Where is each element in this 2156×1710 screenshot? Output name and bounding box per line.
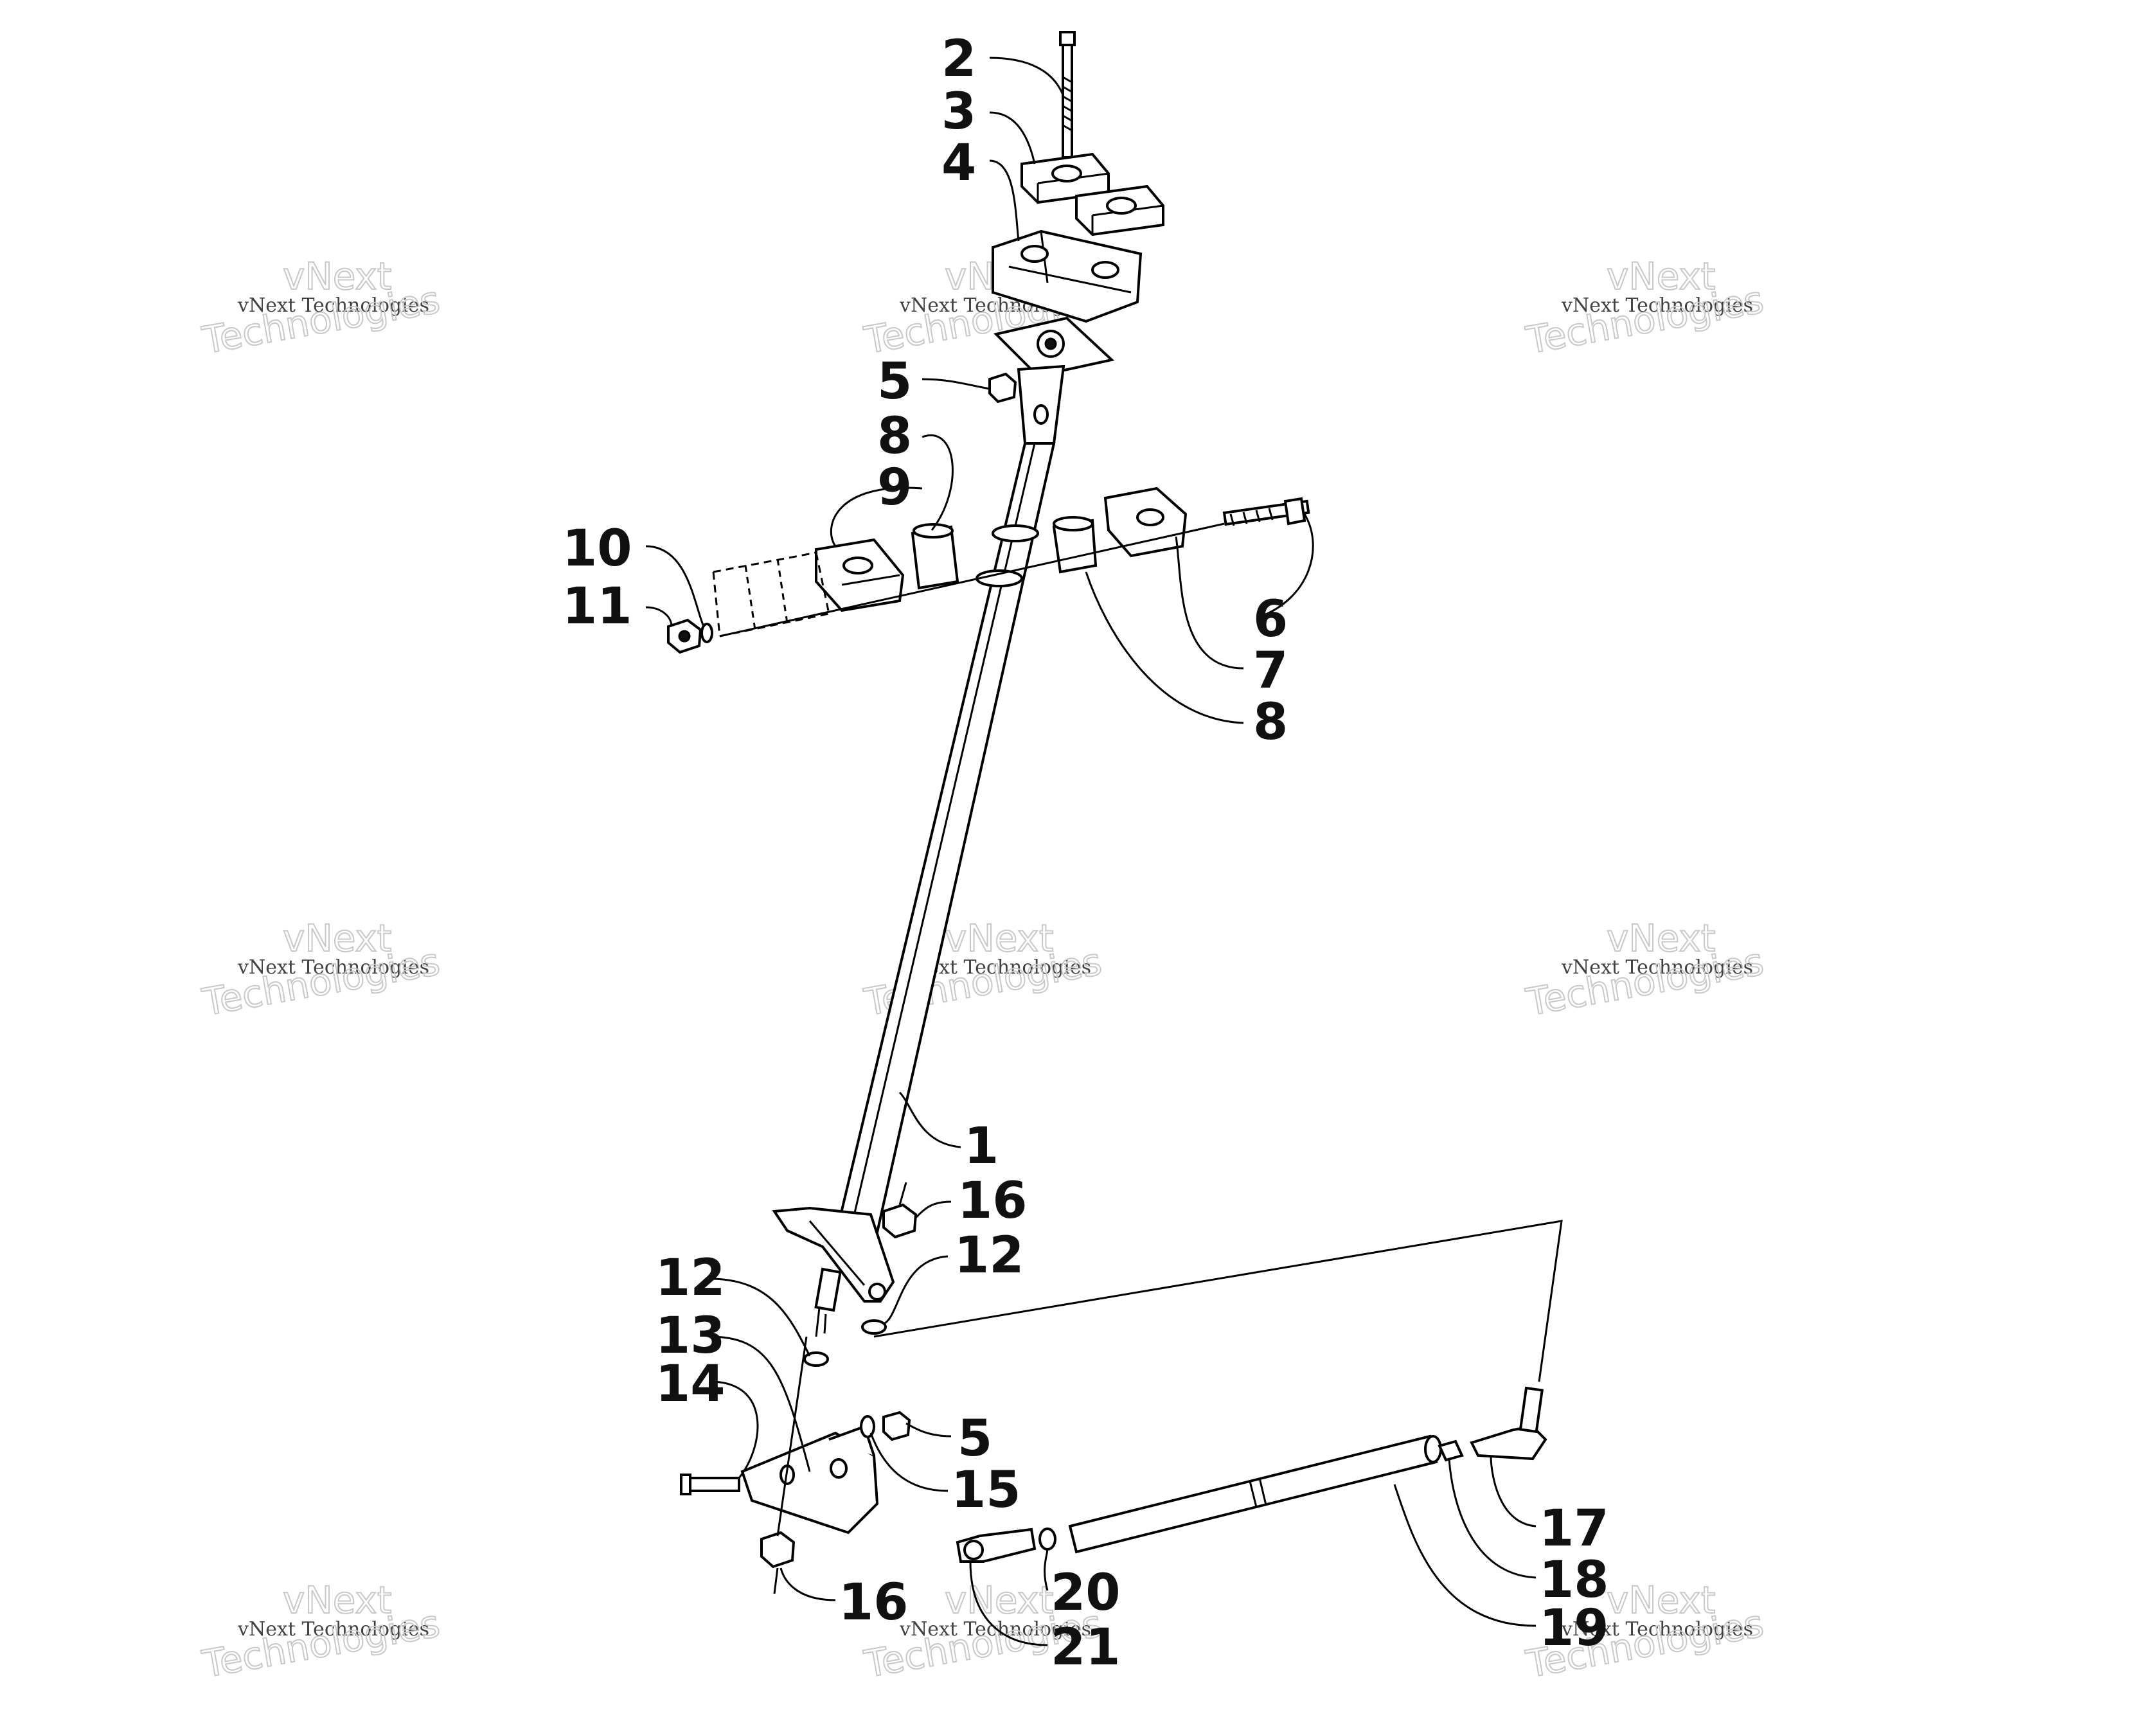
callout-label: 2 [941,30,976,88]
bracket-bolt [680,1474,740,1495]
stud-nut-upper [882,1182,918,1239]
assembly-axis-line [719,522,1225,637]
steering-plate [993,316,1115,445]
bushing-left [911,523,959,590]
watermark-big-top: vNext [1607,254,1715,298]
callout-label: 6 [1253,591,1288,648]
upper-clamp-cap-right [1075,184,1164,236]
leader-lines [645,57,1537,1646]
mounting-sleeve-ghost [712,551,830,637]
callout-label: 19 [1539,1599,1609,1657]
washer-left [700,623,713,643]
callout-label: 12 [655,1249,726,1307]
watermark-small: vNext Technologies [1561,956,1753,979]
callout-label: 13 [655,1307,726,1365]
watermark: vNext vNext Technologies Technologies [199,916,444,1025]
watermark-big-top: vNext [1607,1578,1715,1622]
watermark-big-top: vNext [283,1578,391,1622]
washer-lower [803,1351,829,1367]
watermark-small: vNext Technologies [899,1618,1091,1641]
tie-rod-link-line [873,1220,1563,1382]
callout-label: 8 [1253,693,1288,751]
callout-label: 7 [1253,642,1288,700]
watermark-small: vNext Technologies [237,294,429,317]
callout-label: 14 [655,1355,726,1413]
watermark: vNext vNext Technologies Technologies [1522,254,1768,363]
callout-label: 8 [877,407,912,465]
watermark-big-top: vNext [945,1578,1053,1622]
callout-label: 5 [877,353,912,411]
stud-axis-line [776,1336,808,1536]
watermark-big-top: vNext [1607,916,1715,960]
nut-upper [988,372,1017,404]
handlebar-clamp-block [992,229,1143,323]
tie-rod-end-right [1438,1386,1547,1462]
callout-labels: 2 3 4 5 8 9 10 11 6 7 8 1 16 12 12 13 14… [562,30,1609,1677]
washer-bracket [860,1415,875,1438]
callout-label: 21 [1051,1619,1121,1677]
lower-stud [814,1267,842,1337]
callout-label: 17 [1539,1500,1609,1558]
callout-label: 3 [941,83,976,141]
watermark-big-top: vNext [283,254,391,298]
bushing-right [1052,516,1098,574]
lock-nut-left [667,618,702,654]
watermark-big-top: vNext [283,916,391,960]
callout-label: 1 [964,1118,999,1175]
bearing-block-left [815,538,905,612]
callout-label: 16 [958,1172,1028,1230]
callout-label: 5 [958,1410,992,1468]
watermark: vNext vNext Technologies Technologies [199,1578,444,1687]
watermark-small: vNext Technologies [1561,1618,1753,1641]
nut-bracket [882,1411,911,1441]
upper-clamp-cap-left [1020,152,1110,204]
pitman-arm [772,1206,895,1303]
bearing-block-right [1103,486,1188,558]
watermark-small: vNext Technologies [237,956,429,979]
clamp-bolt [1222,497,1310,526]
callout-label: 18 [1539,1551,1609,1609]
callout-label: 16 [839,1574,909,1632]
lower-bracket [740,1425,879,1535]
callout-label: 20 [1051,1564,1121,1622]
tie-rod [1068,1434,1442,1554]
washer-right [861,1319,887,1335]
watermark: vNext vNext Technologies Technologies [1522,916,1768,1025]
tie-rod-end-left [956,1527,1056,1563]
watermark-big-top: vNext [945,916,1053,960]
watermark-small: vNext Technologies [1561,294,1753,317]
callout-label: 4 [941,134,976,192]
callout-label: 11 [562,578,632,636]
callout-label: 9 [877,459,912,517]
callout-label: 12 [954,1227,1024,1285]
watermark: vNext vNext Technologies Technologies [199,254,444,363]
callout-label: 10 [562,520,632,578]
callout-label: 15 [951,1461,1021,1519]
lock-nut-lower [760,1531,796,1594]
watermark-small: vNext Technologies [237,1618,429,1641]
